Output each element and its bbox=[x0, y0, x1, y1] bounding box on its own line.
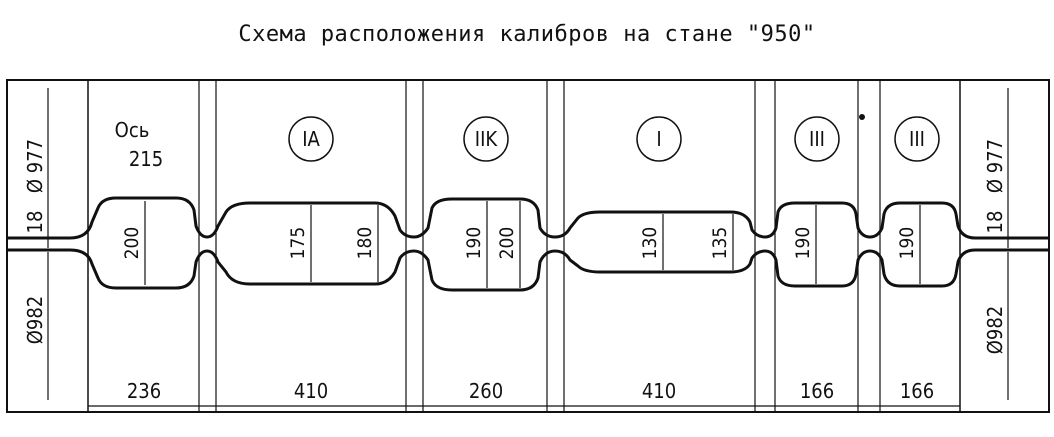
pass-circle-iii-1 bbox=[794, 116, 840, 162]
frame bbox=[6, 79, 1050, 413]
bottom-roll-profile bbox=[8, 248, 1048, 292]
pass-circle-iik bbox=[463, 116, 509, 162]
groove-height-i-1: 130 bbox=[639, 227, 661, 260]
top-roll-profile bbox=[8, 196, 1048, 240]
groove-height-iik-2: 200 bbox=[496, 227, 518, 260]
pass-label-iii-2: III bbox=[909, 127, 925, 151]
groove-height-ia-2: 180 bbox=[354, 227, 376, 260]
axis-label: Ось bbox=[115, 118, 150, 142]
bottom-diameter-left: Ø982 bbox=[23, 296, 47, 345]
pass-label-iii-1: III bbox=[809, 127, 825, 151]
dot-mark bbox=[859, 114, 865, 120]
top-diameter-right: Ø 977 bbox=[983, 139, 1007, 193]
groove-height-iii-1: 190 bbox=[792, 227, 814, 260]
width-i: 410 bbox=[642, 379, 676, 403]
groove-height-iii-2: 190 bbox=[896, 227, 918, 260]
height-dimension-lines bbox=[144, 201, 921, 288]
diagram-title: Схема расположения калибров на стане "95… bbox=[238, 22, 816, 47]
width-ia: 410 bbox=[294, 379, 328, 403]
groove-height-ia-1: 175 bbox=[287, 227, 309, 260]
pass-circle-i bbox=[636, 116, 682, 162]
pass-label-circles bbox=[288, 116, 940, 162]
axis-value: 215 bbox=[129, 147, 163, 171]
groove-height-i-2: 135 bbox=[709, 227, 731, 260]
width-iii-2: 166 bbox=[900, 379, 934, 403]
collar-lines bbox=[198, 80, 881, 412]
bottom-diameter-right: Ø982 bbox=[983, 306, 1007, 355]
pass-label-i: I bbox=[656, 127, 661, 151]
groove-height-iik-1: 190 bbox=[463, 227, 485, 260]
gap-right: 18 bbox=[983, 211, 1007, 234]
gap-left: 18 bbox=[23, 211, 47, 234]
groove-height-first: 200 bbox=[121, 227, 143, 260]
width-iik: 260 bbox=[469, 379, 503, 403]
width-first-groove: 236 bbox=[127, 379, 161, 403]
width-iii-1: 166 bbox=[800, 379, 834, 403]
pass-circle-iii-2 bbox=[894, 116, 940, 162]
pass-label-iik: IIK bbox=[475, 127, 499, 151]
pass-circle-ia bbox=[288, 116, 334, 162]
diameter-lines bbox=[47, 88, 1009, 400]
pass-label-ia: IA bbox=[302, 127, 320, 151]
top-diameter-left: Ø 977 bbox=[23, 139, 47, 193]
